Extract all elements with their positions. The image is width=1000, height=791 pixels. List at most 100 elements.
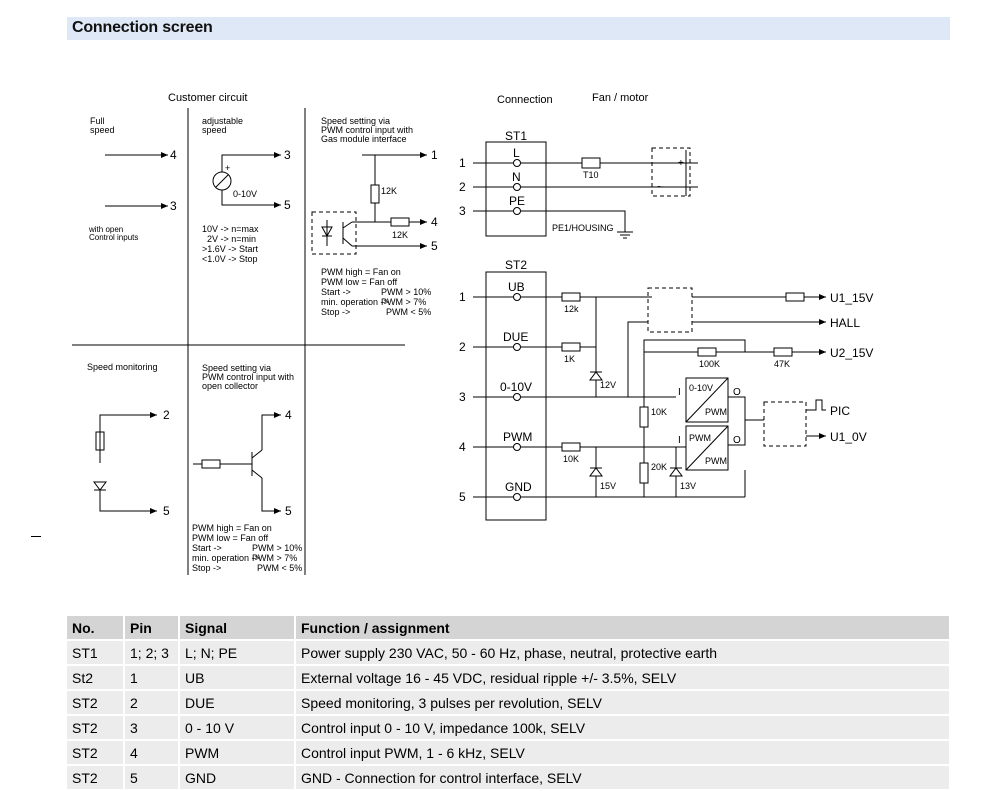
header-no: No. (67, 616, 125, 641)
gas-module-pin-5: 5 (431, 239, 438, 253)
adjustable-note-1: 10V -> n=max (202, 224, 259, 234)
speed-monitoring-pin-b: 5 (163, 504, 170, 518)
cell-no: St2 (67, 665, 125, 691)
st1-pin-3: 3 (459, 204, 466, 218)
cell-pin: 1 (124, 665, 180, 691)
cell-signal: L; N; PE (179, 640, 296, 666)
cell-function: Power supply 230 VAC, 50 - 60 Hz, phase,… (295, 640, 951, 666)
gas-module-note-2: PWM low = Fan off (321, 277, 398, 287)
output-hall: HALL (830, 316, 860, 330)
st2-signal-0-10v: 0-10V (500, 380, 532, 394)
open-collector-note-5-value: PWM < 5% (257, 563, 302, 573)
gas-module-r1: 12K (381, 186, 397, 196)
st2-pin-5: 5 (459, 490, 466, 504)
full-speed-note-1: with open (88, 225, 123, 234)
cell-pin: 3 (124, 715, 180, 741)
page-title: Connection screen (72, 19, 213, 36)
connection-diagram: Customer circuit Full speed 4 3 with ope… (72, 92, 873, 575)
conv2-out: PWM (705, 456, 727, 466)
st2-signal-ub: UB (508, 280, 525, 294)
st1-pin-2: 2 (459, 180, 466, 194)
adjustable-speed-circuit (212, 152, 281, 208)
cell-function: Speed monitoring, 3 pulses per revolutio… (295, 690, 951, 716)
gas-module-pin-1: 1 (431, 148, 438, 162)
z-due-label: 12V (600, 380, 616, 390)
open-collector-note-3-value: PWM > 10% (252, 543, 302, 553)
cell-function: GND - Connection for control interface, … (295, 765, 951, 791)
st2-internal-circuit (521, 287, 826, 498)
st2-signal-pwm: PWM (503, 430, 532, 444)
open-collector-note-3: Start -> (192, 543, 222, 553)
table-row: St2 1 UB External voltage 16 - 45 VDC, r… (67, 665, 951, 691)
table-row: ST2 3 0 - 10 V Control input 0 - 10 V, i… (67, 715, 951, 741)
adjustable-note-2: 2V -> n=min (207, 234, 256, 244)
gas-module-note-4-value: PWM > 7% (381, 297, 426, 307)
customer-circuit-grid (72, 108, 405, 575)
table-row: ST2 4 PWM Control input PWM, 1 - 6 kHz, … (67, 740, 951, 766)
header-pin: Pin (124, 616, 180, 641)
stray-dash (31, 536, 41, 537)
st2-connector (473, 271, 547, 521)
conv2-o: O (733, 435, 741, 446)
motor-minus: - (657, 158, 660, 169)
st2-name: ST2 (505, 258, 527, 272)
conv1-out: PWM (705, 407, 727, 417)
open-collector-label-1: Speed setting via (202, 363, 271, 373)
open-collector-note-4-value: PWM > 7% (252, 553, 297, 563)
r-due-label: 1K (564, 354, 575, 364)
open-collector-note-1: PWM high = Fan on (192, 523, 272, 533)
cell-pin: 5 (124, 765, 180, 791)
full-speed-note-2: Control inputs (89, 233, 138, 242)
z-pwm-label: 15V (600, 481, 616, 491)
speed-monitoring-pin-a: 2 (163, 408, 170, 422)
st1-pin-1: 1 (459, 156, 466, 170)
open-collector-pin-a: 4 (285, 408, 292, 422)
gas-module-pin-4: 4 (431, 215, 438, 229)
cell-signal: UB (179, 665, 296, 691)
full-speed-circuit (105, 152, 168, 209)
adjustable-pin-a: 3 (284, 148, 291, 162)
motor-tilde: ~ (657, 182, 663, 193)
cell-no: ST1 (67, 640, 125, 666)
st1-housing: PE1/HOUSING (552, 223, 614, 233)
table-row: ST2 2 DUE Speed monitoring, 3 pulses per… (67, 690, 951, 716)
r-ub-label: 12k (564, 304, 579, 314)
gas-module-label-2: PWM control input with (321, 125, 413, 135)
table-row: ST2 5 GND GND - Connection for control i… (67, 765, 951, 791)
header-bar: Connection screen (67, 17, 950, 40)
gas-module-circuit (311, 152, 427, 255)
pin-assignment-table: No. Pin Signal Function / assignment ST1… (67, 616, 951, 791)
plus-sign: + (225, 163, 230, 173)
conv2-i: I (678, 435, 681, 446)
conv2-in: PWM (689, 433, 711, 443)
open-collector-note-2: PWM low = Fan off (192, 533, 269, 543)
st1-fuse: T10 (583, 170, 599, 180)
st2-pin-3: 3 (459, 390, 466, 404)
customer-circuit-heading: Customer circuit (168, 92, 247, 104)
st1-signal-pe: PE (509, 194, 525, 208)
gas-module-label-1: Speed setting via (321, 116, 390, 126)
gas-module-note-3: Start -> (321, 287, 351, 297)
st2-pin-1: 1 (459, 290, 466, 304)
speed-monitoring-circuit (93, 412, 157, 514)
output-u1-15v: U1_15V (830, 291, 873, 305)
motor-plus: + (678, 158, 684, 169)
r-pwm-label: 10K (563, 454, 579, 464)
cell-signal: 0 - 10 V (179, 715, 296, 741)
output-u1-0v: U1_0V (830, 430, 867, 444)
gas-module-note-5: Stop -> (321, 307, 350, 317)
gas-module-label-3: Gas module interface (321, 134, 407, 144)
gas-module-note-1: PWM high = Fan on (321, 267, 401, 277)
cell-no: ST2 (67, 715, 125, 741)
output-pic: PIC (830, 404, 850, 418)
cell-pin: 1; 2; 3 (124, 640, 180, 666)
conv1-i: I (678, 387, 681, 398)
fan-motor-heading: Fan / motor (592, 92, 649, 104)
st1-connector (473, 141, 698, 239)
table-header-row: No. Pin Signal Function / assignment (67, 616, 951, 641)
cell-signal: PWM (179, 740, 296, 766)
header-function: Function / assignment (295, 616, 951, 641)
adjustable-note-4: <1.0V -> Stop (202, 254, 258, 264)
r-20k-v-label: 20K (651, 462, 667, 472)
open-collector-label-2: PWM control input with (202, 372, 294, 382)
